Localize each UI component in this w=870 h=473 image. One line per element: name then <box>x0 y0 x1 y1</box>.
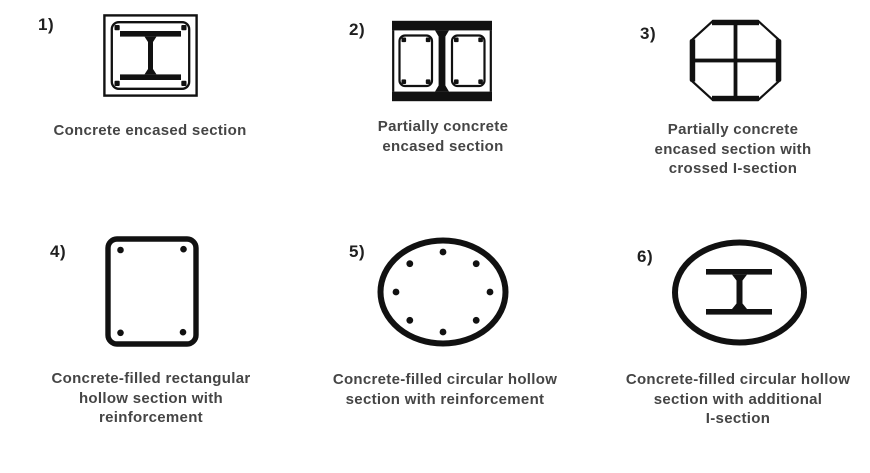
item-1-number: 1) <box>38 15 55 34</box>
item-1-caption: Concrete encased section <box>53 122 247 139</box>
item-3-caption: Partially concrete encased section with … <box>654 121 812 177</box>
rectangular-hollow-section-icon <box>105 236 199 347</box>
item-4-number: 4) <box>50 242 67 261</box>
item-5-number: 5) <box>349 242 366 261</box>
crossed-i-section-octagon-icon <box>689 19 782 102</box>
item-4-caption: Concrete-filled rectangular hollow secti… <box>51 370 251 426</box>
item-5-caption: Concrete-filled circular hollow section … <box>332 371 558 408</box>
item-3-art <box>689 19 782 102</box>
concrete-encased-section-icon <box>103 14 198 97</box>
item-2-art <box>392 20 492 102</box>
partially-concrete-encased-section-icon <box>392 20 492 102</box>
item-6-art <box>671 239 808 346</box>
item-4-art <box>105 236 199 347</box>
item-1-art <box>103 14 198 97</box>
item-5-art <box>377 237 509 347</box>
circular-hollow-i-section-icon <box>672 239 807 346</box>
item-6-number: 6) <box>637 247 654 266</box>
item-3-number: 3) <box>640 24 657 43</box>
circular-hollow-rebar-icon <box>377 237 509 347</box>
item-2-number: 2) <box>349 20 366 39</box>
item-2-caption: Partially concrete encased section <box>377 118 509 155</box>
item-6-caption: Concrete-filled circular hollow section … <box>625 371 851 427</box>
